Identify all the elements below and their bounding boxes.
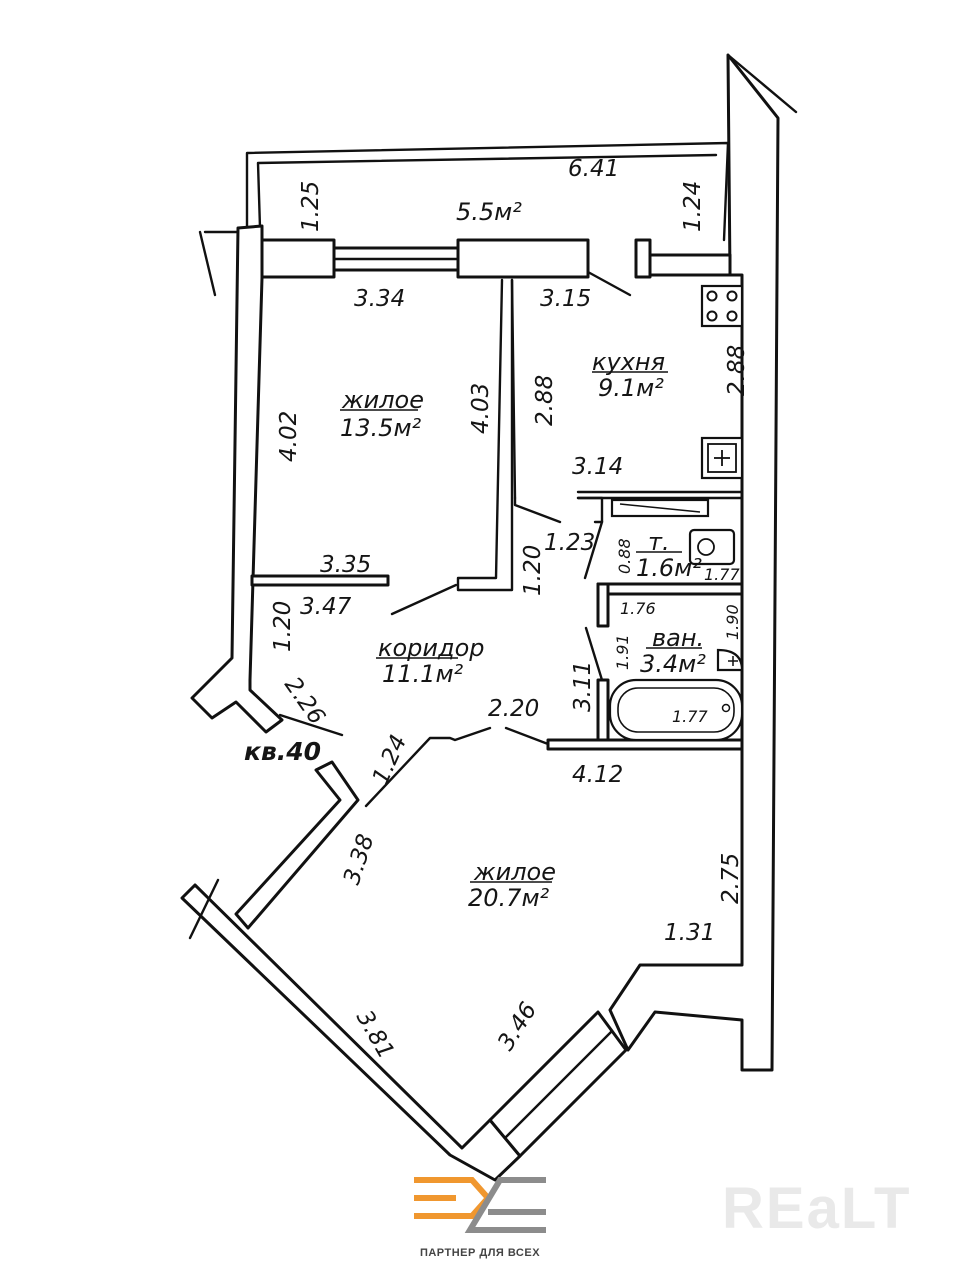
balcony-area: 5.5м² [456, 198, 522, 226]
dim-room1-top: 3.34 [354, 286, 405, 312]
wc-name: т. [648, 528, 670, 556]
wc-area: 1.6м² [636, 554, 702, 582]
dim-1-20-a: 1.20 [520, 545, 546, 596]
fixtures [608, 284, 744, 742]
wall-wc-corner [576, 496, 604, 524]
wall-corridor-diag [364, 726, 492, 808]
dim-1-20-b: 1.20 [270, 601, 296, 652]
partner-logo: ПАРТНЕР ДЛЯ ВСЕХ [414, 1177, 546, 1259]
dim-room1-left: 4.02 [276, 411, 302, 462]
sink-basin-icon [707, 443, 737, 473]
wall-segment [260, 238, 336, 279]
wall-room1-bottom [250, 574, 390, 587]
dim-3-11: 3.11 [570, 661, 596, 712]
window-kitchen [648, 253, 732, 277]
bath-area: 3.4м² [640, 650, 706, 678]
toilet-icon [688, 528, 736, 566]
wall-break [188, 878, 220, 940]
dim-1-23: 1.23 [544, 530, 595, 556]
drain-icon [721, 703, 731, 713]
door-swing-room2 [504, 726, 550, 746]
dimension-labels: 6.41 1.25 1.24 3.34 4.02 4.03 3.35 3.15 … [270, 156, 750, 1063]
right-wall-body [608, 53, 780, 1072]
left-wall [190, 224, 284, 734]
dim-balcony-length: 6.41 [568, 156, 619, 182]
room2-walls [180, 760, 628, 1182]
dim-kitchen-left: 2.88 [532, 375, 558, 426]
burner-icon [726, 310, 738, 322]
dim-bath-1-77: 1.77 [672, 707, 708, 726]
dim-1-24: 1.24 [368, 731, 413, 788]
left-wall-body [190, 224, 284, 734]
wall-edge [726, 53, 798, 114]
dim-room1-right: 4.03 [468, 383, 494, 434]
washbasin-icon [716, 648, 744, 672]
dim-3-46: 3.46 [493, 998, 542, 1055]
burner-icon [706, 290, 718, 302]
dim-1-31: 1.31 [664, 920, 715, 946]
dim-kitchen-right: 2.88 [724, 345, 750, 396]
dim-room2-top: 4.12 [572, 762, 623, 788]
door-swing-room1 [390, 583, 458, 616]
wall-room2-outer [180, 883, 522, 1182]
dim-kitchen-top: 3.15 [540, 286, 591, 312]
wall-segment [634, 238, 652, 279]
interior-walls [250, 278, 744, 808]
kitchen-area: 9.1м² [598, 374, 664, 402]
room-labels: жилое 13.5м² кухня 9.1м² т. 1.6м² ван. 3… [244, 198, 706, 912]
window-glass [503, 1029, 614, 1140]
wall-room1-kitchen [456, 278, 514, 592]
balcony-rail-inner [256, 153, 718, 230]
wall-hatch [198, 230, 217, 297]
room2-area: 20.7м² [468, 884, 550, 912]
stove-icon [700, 284, 744, 328]
dim-2-20: 2.20 [488, 696, 539, 722]
dim-balcony-left: 1.25 [298, 181, 324, 232]
door-swing-bath [584, 626, 604, 682]
balcony [198, 141, 730, 297]
dim-0-88: 0.88 [615, 538, 634, 574]
door-swing-wc [583, 520, 604, 580]
wall-room2-top [546, 738, 744, 751]
wall-segment [456, 238, 590, 279]
apartment-label: кв.40 [244, 737, 321, 766]
balcony-rail [245, 141, 730, 242]
dim-balcony-right: 1.24 [680, 181, 706, 232]
dim-wc-1-77: 1.77 [704, 565, 740, 584]
dim-room1-bottom: 3.35 [320, 552, 371, 578]
bathtub-icon [608, 678, 744, 742]
door-swing-kitchen [586, 270, 632, 297]
partner-tagline: ПАРТНЕР ДЛЯ ВСЕХ [420, 1247, 540, 1259]
wall-room2-left [234, 760, 360, 930]
corridor-area: 11.1м² [382, 660, 464, 688]
room1-area: 13.5м² [340, 414, 422, 442]
dim-1-90: 1.90 [723, 604, 742, 640]
logo-grey-mark [464, 1177, 546, 1233]
dim-1-91: 1.91 [613, 634, 632, 670]
dim-kitchen-bottom: 3.14 [572, 454, 623, 480]
door-swing-entry [278, 713, 344, 737]
dim-2-26: 2.26 [279, 673, 330, 730]
outer-right-wall [608, 53, 798, 1072]
dim-3-47: 3.47 [300, 594, 352, 620]
wall-kitchen-left [510, 278, 517, 500]
top-wall [260, 238, 732, 297]
bathtub-inner [617, 687, 735, 733]
burner-icon [726, 290, 738, 302]
wall-wc-bottom [596, 582, 744, 596]
realt-watermark: REaLT [722, 1176, 911, 1241]
toilet-bowl-icon [697, 538, 715, 556]
tank-detail [619, 503, 701, 513]
dim-1-76: 1.76 [620, 599, 656, 618]
wall-bath-stub [596, 582, 610, 628]
burner-icon [706, 310, 718, 322]
door-swing-corridor [513, 496, 562, 524]
dim-3-38: 3.38 [339, 831, 380, 888]
dim-room2-right: 2.75 [718, 853, 744, 904]
wall-bath-left [596, 678, 610, 742]
